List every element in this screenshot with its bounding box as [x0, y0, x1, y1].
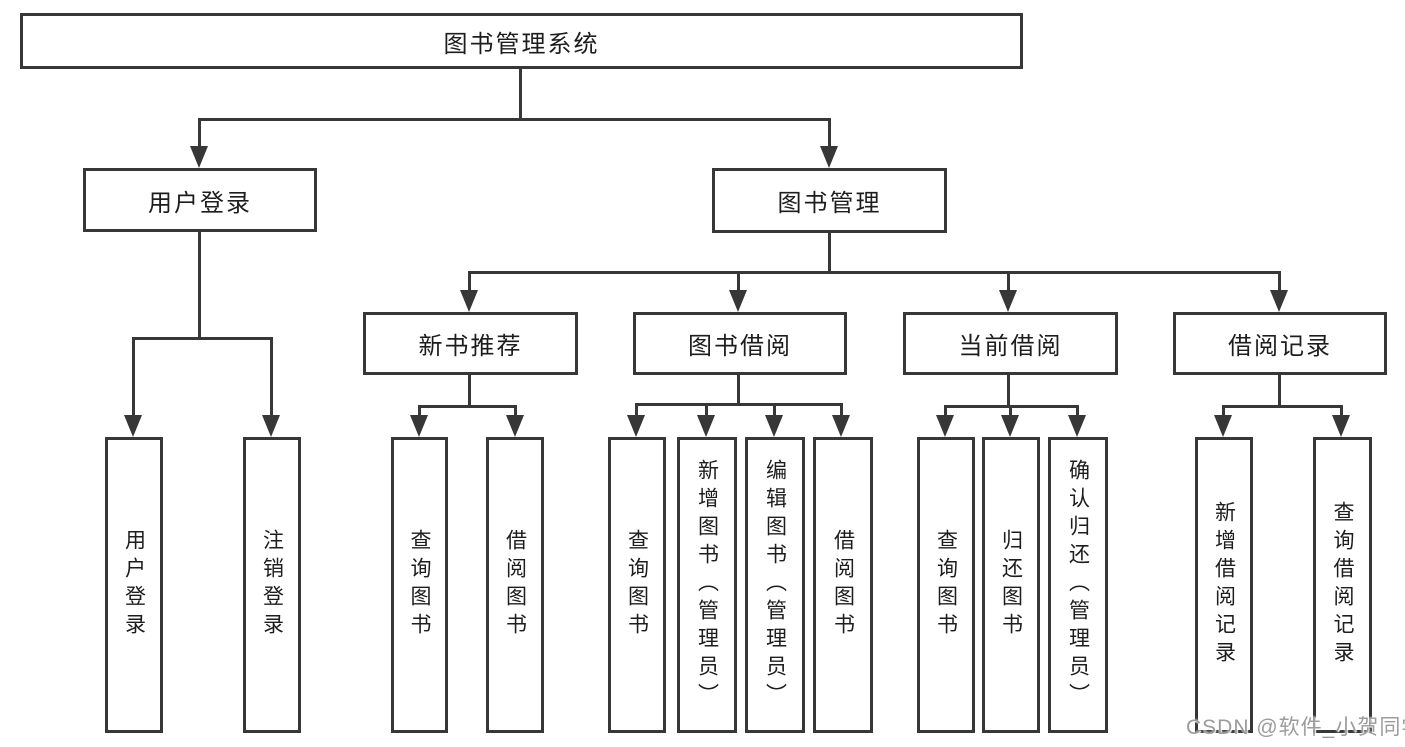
- arrow-down-icon: [410, 415, 428, 437]
- arrow-down-icon: [124, 415, 142, 437]
- node-label: 确认归还（管理员）: [1066, 459, 1090, 711]
- connector-leaf-stem: [270, 337, 273, 415]
- node-label: 当前借阅: [958, 333, 1063, 360]
- arrow-down-icon: [832, 415, 850, 437]
- arrow-down-icon: [697, 415, 715, 437]
- node-label: 查询图书: [408, 529, 431, 641]
- connector-borrow-rail: [635, 403, 843, 406]
- arrow-down-icon: [190, 146, 208, 168]
- node-label: 借阅图书: [831, 529, 855, 641]
- leaf-borrow-query-books: 查询图书: [608, 437, 666, 733]
- leaf-recommend-query-books: 查询图书: [391, 437, 448, 733]
- connector-leaf-stem: [705, 403, 708, 415]
- node-label: 图书管理系统: [443, 30, 600, 58]
- connector-leaf-stem: [1076, 405, 1079, 415]
- node-label: 注销登录: [260, 529, 284, 641]
- connector-mgmt-down: [828, 233, 831, 271]
- node-current-borrow: 当前借阅: [903, 312, 1118, 375]
- node-label: 新增图书（管理员）: [695, 459, 719, 711]
- connector-l3-stem: [737, 271, 740, 290]
- node-label: 借阅记录: [1228, 333, 1332, 360]
- arrow-down-icon: [999, 290, 1017, 312]
- node-label: 用户登录: [148, 189, 252, 217]
- csdn-watermark: CSDN @软件_小贺同学: [1186, 716, 1405, 739]
- connector-recommend-down: [468, 375, 471, 405]
- leaf-records-add-record: 新增借阅记录: [1195, 437, 1253, 733]
- leaf-logout: 注销登录: [243, 437, 301, 733]
- connector-leaf-stem: [944, 405, 947, 415]
- leaf-recommend-borrow-books: 借阅图书: [486, 437, 544, 733]
- connector-login-stem: [198, 118, 201, 148]
- arrow-down-icon: [1068, 415, 1086, 437]
- connector-leaf-stem: [514, 405, 517, 415]
- node-book-management: 图书管理: [712, 168, 947, 233]
- connector-leaf-stem: [773, 403, 776, 415]
- node-borrow-records: 借阅记录: [1173, 312, 1387, 375]
- node-label: 归还图书: [999, 529, 1023, 641]
- leaf-records-query-record: 查询借阅记录: [1313, 437, 1372, 733]
- leaf-borrow-lend-books: 借阅图书: [813, 437, 873, 733]
- connector-leaf-stem: [1222, 405, 1225, 415]
- connector-leaf-stem: [1009, 405, 1012, 415]
- connector-leaf-stem: [1340, 405, 1343, 415]
- connector-leaf-stem: [840, 403, 843, 415]
- connector-records-rail: [1222, 405, 1343, 408]
- connector-records-down: [1278, 375, 1281, 405]
- connector-recommend-rail: [418, 405, 517, 408]
- arrow-down-icon: [820, 146, 838, 168]
- connector-leaf-stem: [635, 403, 638, 415]
- connector-mgmt-stem: [828, 118, 831, 148]
- node-label: 图书管理: [777, 190, 882, 217]
- connector-l3-stem: [468, 271, 471, 290]
- arrow-down-icon: [460, 290, 478, 312]
- arrow-down-icon: [1001, 415, 1019, 437]
- connector-l3-stem: [1278, 271, 1281, 290]
- leaf-current-return-books: 归还图书: [982, 437, 1040, 733]
- connector-leaf-stem: [132, 337, 135, 415]
- leaf-borrow-edit-books-admin: 编辑图书（管理员）: [745, 437, 805, 733]
- connector-login-down: [198, 232, 201, 337]
- node-label: 借阅图书: [503, 529, 527, 641]
- connector-root-stem: [519, 69, 522, 118]
- node-book-borrow: 图书借阅: [633, 312, 847, 375]
- node-label: 编辑图书（管理员）: [763, 459, 787, 711]
- arrow-down-icon: [506, 415, 524, 437]
- connector-mgmt-rail: [468, 271, 1281, 274]
- node-label: 新增借阅记录: [1212, 501, 1236, 669]
- connector-login-rail: [132, 337, 273, 340]
- node-label: 图书借阅: [688, 333, 792, 360]
- connector-root-rail: [198, 118, 831, 121]
- arrow-down-icon: [262, 415, 280, 437]
- arrow-down-icon: [765, 415, 783, 437]
- arrow-down-icon: [1270, 290, 1288, 312]
- node-new-book-recommend: 新书推荐: [363, 312, 578, 375]
- arrow-down-icon: [729, 290, 747, 312]
- connector-leaf-stem: [418, 405, 421, 415]
- node-label: 查询图书: [934, 529, 958, 641]
- arrow-down-icon: [1214, 415, 1232, 437]
- node-label: 查询借阅记录: [1331, 501, 1354, 669]
- leaf-borrow-add-books-admin: 新增图书（管理员）: [677, 437, 737, 733]
- connector-l3-stem: [1007, 271, 1010, 290]
- arrow-down-icon: [627, 415, 645, 437]
- node-label: 查询图书: [625, 529, 649, 641]
- leaf-user-login: 用户登录: [105, 437, 163, 733]
- node-label: 用户登录: [122, 529, 146, 641]
- connector-borrow-down: [737, 375, 740, 403]
- arrow-down-icon: [1332, 415, 1350, 437]
- arrow-down-icon: [936, 415, 954, 437]
- node-user-login: 用户登录: [83, 168, 317, 232]
- node-library-management-system: 图书管理系统: [20, 13, 1023, 69]
- leaf-current-confirm-return-admin: 确认归还（管理员）: [1048, 437, 1108, 733]
- leaf-current-query-books: 查询图书: [917, 437, 975, 733]
- connector-current-down: [1007, 375, 1010, 405]
- node-label: 新书推荐: [418, 333, 523, 360]
